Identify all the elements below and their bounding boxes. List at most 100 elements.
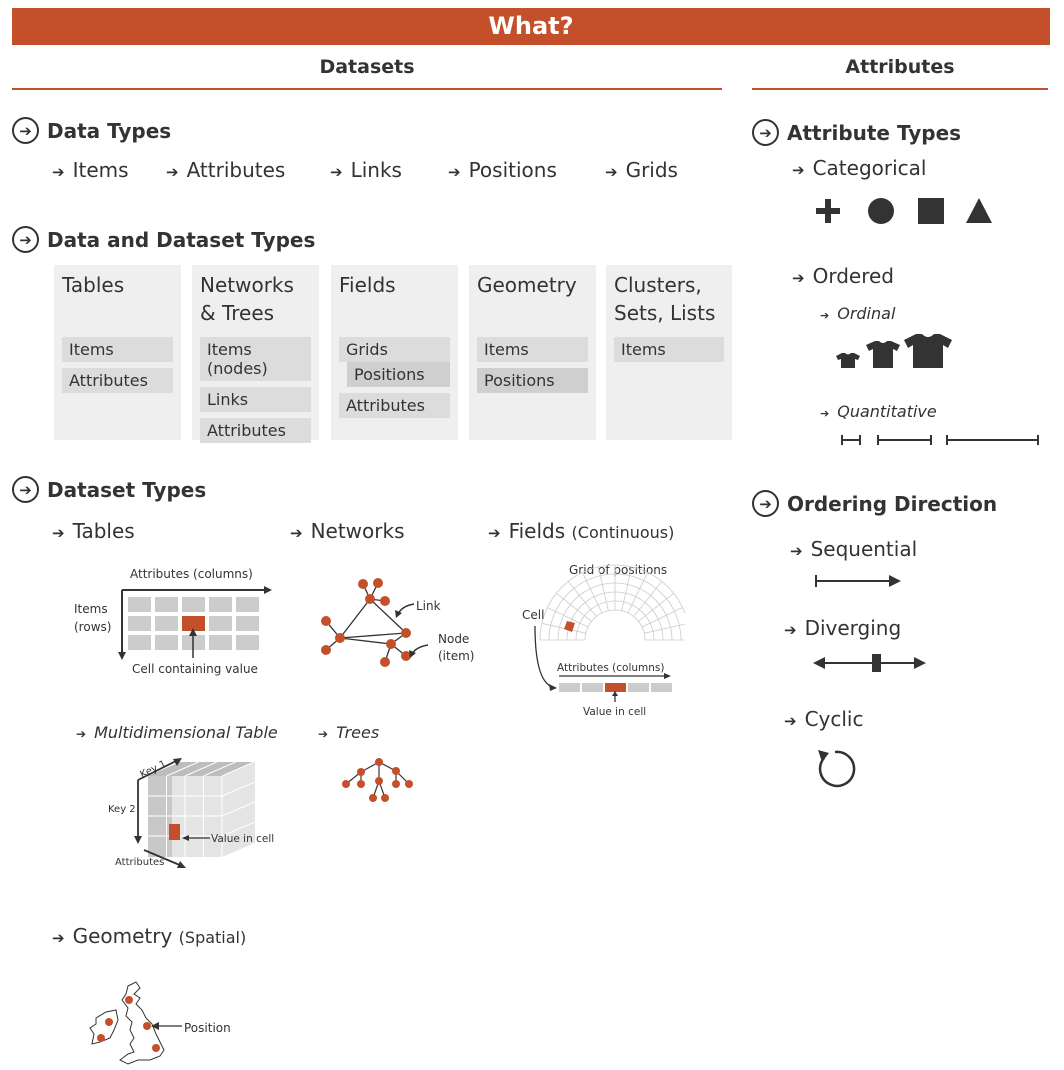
table-cell [209, 635, 232, 650]
arrow-icon: ➔ [820, 309, 830, 322]
table-cell [128, 616, 151, 631]
cube-diagram: Value in cell Key 1 Key 2 Attributes [108, 758, 274, 868]
fields-label: ➔Fields (Continuous) [488, 519, 674, 543]
heading-text: Attribute Types [787, 120, 962, 145]
square-icon [918, 198, 944, 224]
dataset-types-heading: ➔Dataset Types [12, 476, 206, 503]
tables-label: ➔Tables [52, 519, 135, 543]
data-type-grids: ➔Grids [605, 158, 678, 182]
arrow-icon: ➔ [318, 727, 329, 741]
table-cell [182, 616, 205, 631]
geometry-label: ➔Geometry (Spatial) [52, 924, 246, 948]
ordinal-label: ➔ Ordinal [820, 304, 895, 323]
ordered-label: ➔ Ordered [792, 264, 894, 288]
table-cell [128, 597, 151, 612]
data-type-attributes: ➔Attributes [166, 158, 285, 182]
sublabel: (Spatial) [178, 928, 247, 947]
arrow-icon: ➔ [166, 163, 179, 181]
label: Grids [625, 158, 678, 182]
label: Quantitative [837, 402, 937, 421]
arrow-icon: ➔ [52, 929, 65, 947]
box-fields: Fields Grids Positions Attributes [331, 265, 458, 440]
table-cell [209, 597, 232, 612]
cube-line [221, 761, 255, 777]
map-diagram: Position [89, 981, 231, 1065]
data-and-dataset-types-heading: ➔Data and Dataset Types [12, 226, 315, 253]
box-title: Geometry [477, 273, 577, 297]
table-cell [236, 616, 259, 631]
arrow-icon: ➔ [52, 524, 65, 542]
grid-spoke [633, 581, 663, 617]
grid-spoke [547, 607, 589, 628]
divider [12, 88, 722, 90]
field-cell [559, 683, 580, 692]
rows-label: Items [74, 602, 108, 616]
label: Multidimensional Table [94, 723, 278, 742]
rows-label: (rows) [74, 620, 111, 634]
cube-line [221, 781, 256, 797]
grid-spoke [556, 592, 592, 622]
heading-text: Data and Dataset Types [47, 227, 316, 252]
grid-spoke [638, 592, 674, 622]
grid-ring [584, 609, 646, 641]
sequential-label: ➔Sequential [790, 537, 917, 561]
cube-line [221, 801, 256, 817]
label: Ordinal [837, 304, 896, 323]
box-networks-trees: Networks & Trees Items (nodes) Links Att… [192, 265, 319, 443]
heading-text: Dataset Types [47, 477, 207, 502]
table-diagram: Attributes (columns) Items (rows) Cell c… [74, 567, 272, 676]
data-type-positions: ➔ Positions [448, 158, 557, 182]
multidim-label: ➔ Multidimensional Table [76, 723, 278, 742]
arrow-icon: ➔ [820, 407, 830, 420]
cyclic-arrow-icon [818, 750, 856, 788]
arrow-icon: ➔ [290, 524, 303, 542]
tshirt-large-icon [904, 334, 952, 368]
table-cell [236, 635, 259, 650]
categorical-shapes [816, 198, 992, 224]
columns-label: Attributes (columns) [557, 662, 665, 674]
value-label: Value in cell [583, 706, 646, 718]
circle-icon [868, 198, 894, 224]
columns-label: Attributes (columns) [130, 567, 253, 581]
field-cell [605, 683, 626, 692]
cube-line [166, 761, 199, 777]
data-type-items: ➔ Items [52, 158, 129, 182]
arrow-icon: ➔ [52, 163, 65, 181]
label: Ordered [812, 264, 894, 288]
box-cell: Grids [339, 337, 450, 362]
arrow-circle-icon: ➔ [752, 490, 779, 517]
box-cell: Attributes [200, 418, 311, 443]
label: Cyclic [804, 707, 864, 731]
box-cell: Items (nodes) [200, 337, 311, 381]
box-clusters-sets-lists: Clusters, Sets, Lists Items [606, 265, 732, 440]
label: Fields [508, 519, 566, 543]
node-label: (item) [438, 649, 474, 663]
tree-diagram [342, 758, 413, 802]
sublabel: (Continuous) [571, 523, 675, 542]
datasets-heading: Datasets [319, 56, 415, 78]
arrow-icon: ➔ [448, 163, 461, 181]
plus-icon [816, 199, 840, 223]
label: Categorical [812, 156, 927, 180]
attributes-label: Attributes [115, 857, 164, 868]
field-cell [651, 683, 672, 692]
table-cell [155, 616, 178, 631]
arrow-circle-icon: ➔ [12, 117, 39, 144]
network-diagram: Link Node (item) [321, 578, 474, 667]
label: Positions [468, 158, 557, 182]
arrow-icon: ➔ [792, 269, 805, 287]
triangle-icon [966, 198, 992, 223]
attribute-types-heading: ➔Attribute Types [752, 119, 961, 146]
ordering-direction-heading: ➔Ordering Direction [752, 490, 997, 517]
grid-spoke [567, 581, 597, 617]
box-cell: Items [62, 337, 173, 362]
label: Items [72, 158, 129, 182]
cyclic-label: ➔Cyclic [784, 707, 863, 731]
box-cell: Items [614, 337, 724, 362]
arrow-icon: ➔ [784, 621, 797, 639]
box-cell: Attributes [339, 393, 450, 418]
heading-text: Data Types [47, 118, 172, 143]
cube-line [221, 821, 256, 837]
arrow-icon: ➔ [76, 727, 87, 741]
field-cell [628, 683, 649, 692]
